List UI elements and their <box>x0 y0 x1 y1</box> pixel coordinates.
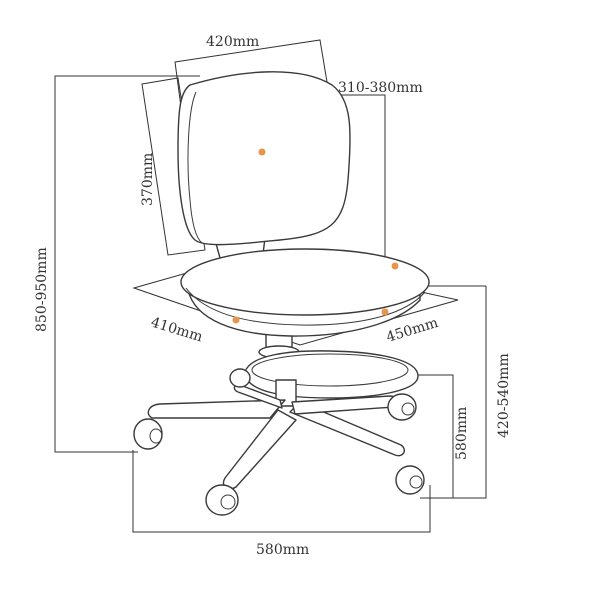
caster-left <box>133 418 163 450</box>
label-backrest-height: 370mm <box>140 153 156 206</box>
label-backrest-depth: 310-380mm <box>338 80 423 96</box>
base-leg-front-left <box>222 409 297 490</box>
seat-height-guide <box>420 286 487 499</box>
caster-right <box>387 393 417 421</box>
backrest-depth-guide <box>335 94 386 312</box>
backrest <box>177 71 351 246</box>
base-width-guide <box>132 450 431 533</box>
measurement-markers <box>232 148 399 324</box>
marker-seat-back <box>391 262 399 270</box>
marker-backrest <box>258 148 266 156</box>
marker-seat-left <box>232 316 240 324</box>
label-seat-height: 420-540mm <box>496 353 512 438</box>
backrest-inner-edge <box>187 91 203 244</box>
label-backrest-width: 420mm <box>206 34 259 50</box>
footrest <box>244 350 419 399</box>
marker-seat-right <box>381 308 389 316</box>
footrest-inner <box>251 353 409 387</box>
base-leg-left <box>147 399 286 419</box>
seat-cushion <box>180 248 430 316</box>
base-leg-right <box>291 395 399 415</box>
base-leg-front-right <box>289 401 405 457</box>
caster-back <box>229 368 251 388</box>
caster-front-right <box>395 465 425 495</box>
label-seat-depth: 410mm <box>149 315 205 346</box>
label-overall-height: 850-950mm <box>34 247 50 332</box>
overall-height-guide <box>54 75 200 453</box>
caster-front-left <box>205 484 239 516</box>
seat-edge <box>185 287 426 326</box>
footrest-height-guide <box>415 374 454 498</box>
label-base-width: 580mm <box>256 542 309 558</box>
chair-illustration <box>133 71 430 516</box>
backrest-height-guide <box>141 77 206 256</box>
label-seat-width: 450mm <box>384 315 440 346</box>
label-footrest-height: 580mm <box>454 407 470 460</box>
